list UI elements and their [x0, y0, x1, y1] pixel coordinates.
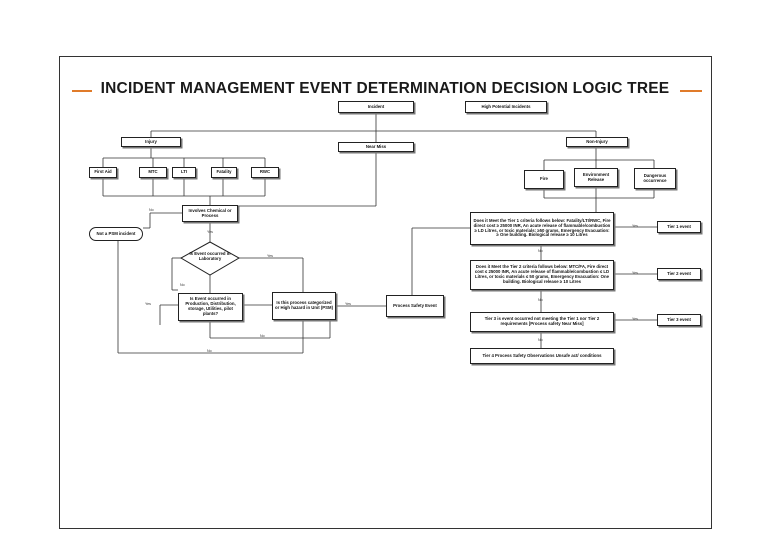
process-safety-event-node: Process Safety Event — [386, 295, 444, 317]
edge-label-no-5: No — [538, 249, 543, 253]
tier2-criteria-node: Does it Meet the Tier 2 criteria follows… — [470, 260, 614, 290]
tier3-event-node: Tier 3 event — [657, 314, 701, 326]
not-psm-node: Not a PSM incident — [89, 227, 143, 241]
environment-release-node: Environment Release — [574, 168, 618, 187]
edge-label-yes-7: Yes — [632, 317, 638, 321]
non-injury-node: Non-Injury — [566, 137, 628, 147]
high-potential-node: High Potential Incidents — [465, 101, 547, 113]
edge-label-no-7: No — [538, 338, 543, 342]
process-category-node: Is this process categorized or High haza… — [272, 292, 336, 320]
edge-label-yes-6: Yes — [632, 271, 638, 275]
near-miss-node: Near Miss — [338, 142, 414, 152]
tier4-node: Tier 4 Process Safety Observations Unsaf… — [470, 348, 614, 364]
mtc-node: MTC — [139, 167, 167, 178]
edge-label-no-1: No — [149, 208, 154, 212]
diagram-title: INCIDENT MANAGEMENT EVENT DETERMINATION … — [100, 80, 670, 97]
edge-label-no-6: No — [538, 298, 543, 302]
lti-node: LTI — [172, 167, 196, 178]
lab-decision-label: Is Event occurred in Laboratory — [189, 251, 231, 261]
tier3-criteria-node: Tier 3 is event occurred not meeting the… — [470, 312, 614, 332]
edge-label-yes-4: Yes — [345, 302, 351, 306]
rwc-node: RWC — [251, 167, 279, 178]
tier1-event-node: Tier 1 event — [657, 221, 701, 233]
edge-label-no-4: No — [207, 349, 212, 353]
production-decision-node: Is Event occurred in Production, Distrib… — [178, 293, 243, 321]
title-accent-left — [72, 90, 92, 92]
edge-label-yes-2: Yes — [267, 254, 273, 258]
slide-frame — [59, 56, 712, 529]
lab-decision-diamond — [179, 241, 241, 276]
incident-node: Incident — [338, 101, 414, 113]
edge-label-yes-3: Yes — [145, 302, 151, 306]
dangerous-occurrence-node: Dangerous occurrence — [634, 168, 676, 189]
tier2-event-node: Tier 2 event — [657, 268, 701, 280]
fatality-node: Fatality — [211, 167, 237, 178]
edge-label-yes-5: Yes — [632, 224, 638, 228]
edge-label-yes-1: Yes — [207, 230, 213, 234]
first-aid-node: First Aid — [89, 167, 117, 178]
edge-label-no-2: No — [180, 283, 185, 287]
tier1-criteria-node: Does it Meet the Tier 1 criteria follows… — [470, 212, 614, 245]
edge-label-no-3: No — [260, 334, 265, 338]
involves-chemical-node: Involves Chemical or Process — [182, 205, 238, 222]
title-accent-right — [680, 90, 702, 92]
fire-node: Fire — [524, 170, 564, 189]
injury-node: Injury — [121, 137, 181, 147]
